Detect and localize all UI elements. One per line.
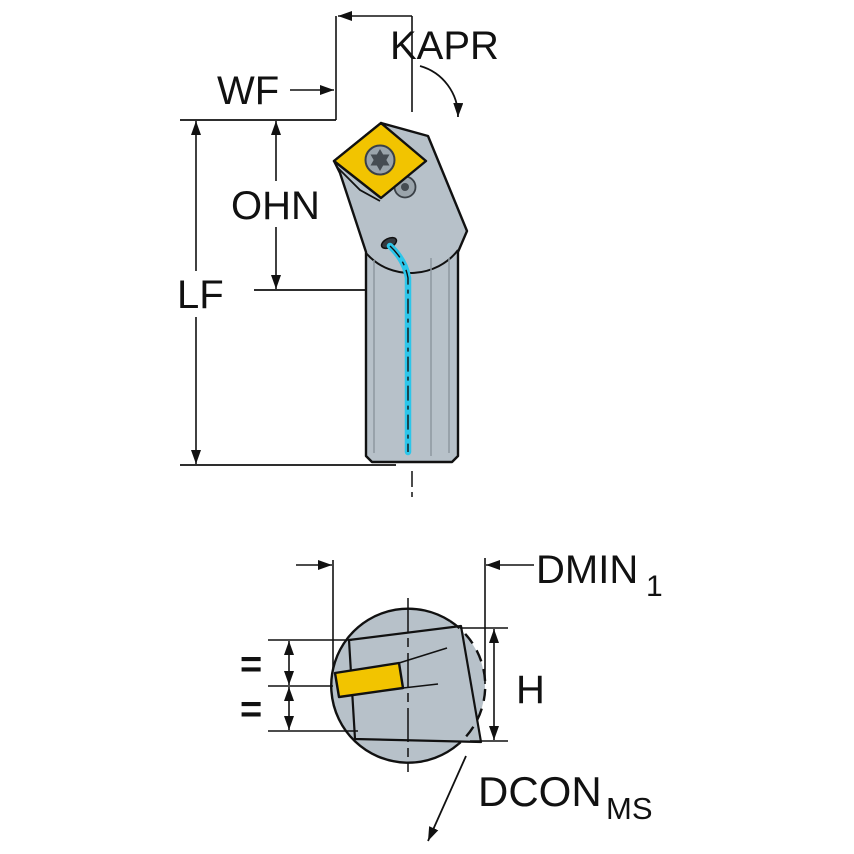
insert-pocket-line [398, 647, 448, 664]
ohn-label-bg [226, 181, 326, 227]
neck-curve [365, 249, 459, 275]
dcon-arrow [427, 755, 467, 842]
lf-label-bg [170, 271, 224, 317]
torx-star-icon [370, 154, 390, 171]
clamp-screw-center [401, 183, 409, 191]
dmin-label-subscript: 1 [646, 570, 663, 603]
coolant-centerline [389, 245, 409, 452]
dcon-label-subscript: MS [606, 791, 653, 826]
cross-section-view [330, 598, 487, 772]
h-label: H [516, 668, 545, 712]
wf-label: WF [217, 69, 279, 113]
side-view [332, 121, 469, 498]
dcon-label: DCON [478, 768, 602, 815]
ohn-label: OHN [231, 184, 320, 228]
lf-label: LF [177, 273, 224, 317]
dimensions-cross-section: DMIN 1 H = = DCON MS [240, 548, 663, 842]
dmin-label: DMIN [536, 548, 638, 592]
insert-pocket-line [336, 166, 381, 202]
bar-outline-solid [330, 607, 460, 764]
kapr-angle-arrow [419, 65, 464, 118]
head-silhouette [347, 624, 483, 744]
equal-label-lower: = [240, 689, 262, 731]
equal-label-upper: = [240, 644, 262, 686]
dimensions-side-view: WF KAPR LF OHN [170, 11, 499, 466]
kapr-label: KAPR [390, 24, 499, 68]
tool-body [332, 121, 469, 464]
insert-pocket-line [402, 683, 439, 689]
